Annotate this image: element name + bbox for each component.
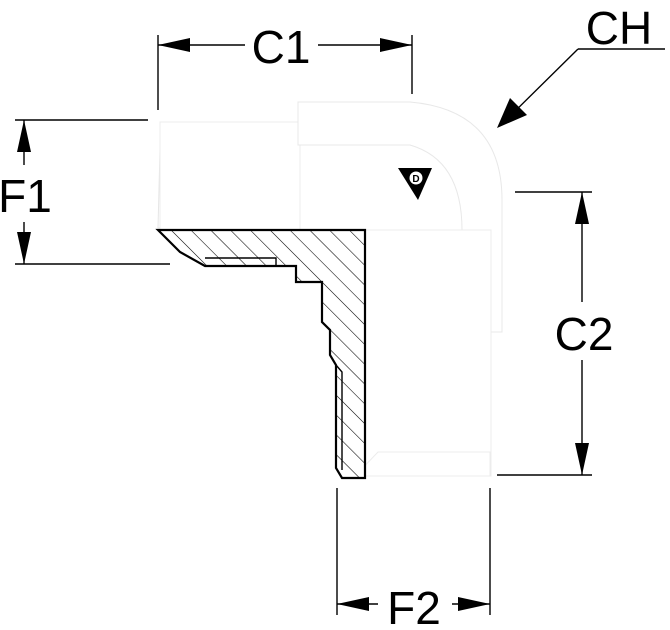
label-f1: F1 <box>0 170 52 222</box>
elbow-fitting-body <box>157 101 503 477</box>
cross-section <box>155 228 367 480</box>
dimension-c2: C2 <box>497 191 614 476</box>
dimension-c1: C1 <box>157 21 413 110</box>
vertical-pipe-body <box>364 229 492 477</box>
horizontal-tube-body <box>159 121 301 231</box>
dimension-f1: F1 <box>0 119 170 265</box>
label-c1: C1 <box>252 21 311 73</box>
label-c2: C2 <box>555 308 614 360</box>
section-inner-bore <box>205 257 277 266</box>
label-ch: CH <box>586 2 652 54</box>
dunlop-logo-icon: D <box>398 168 432 200</box>
vertical-pipe-thread-end <box>353 451 491 477</box>
elbow-hex-block <box>297 101 503 333</box>
label-f2: F2 <box>387 582 441 630</box>
dimension-ch: CH <box>497 2 665 128</box>
dimension-f2: F2 <box>336 488 491 630</box>
svg-text:D: D <box>412 174 419 185</box>
section-inner-seat <box>335 364 343 470</box>
section-hatching <box>158 230 365 478</box>
